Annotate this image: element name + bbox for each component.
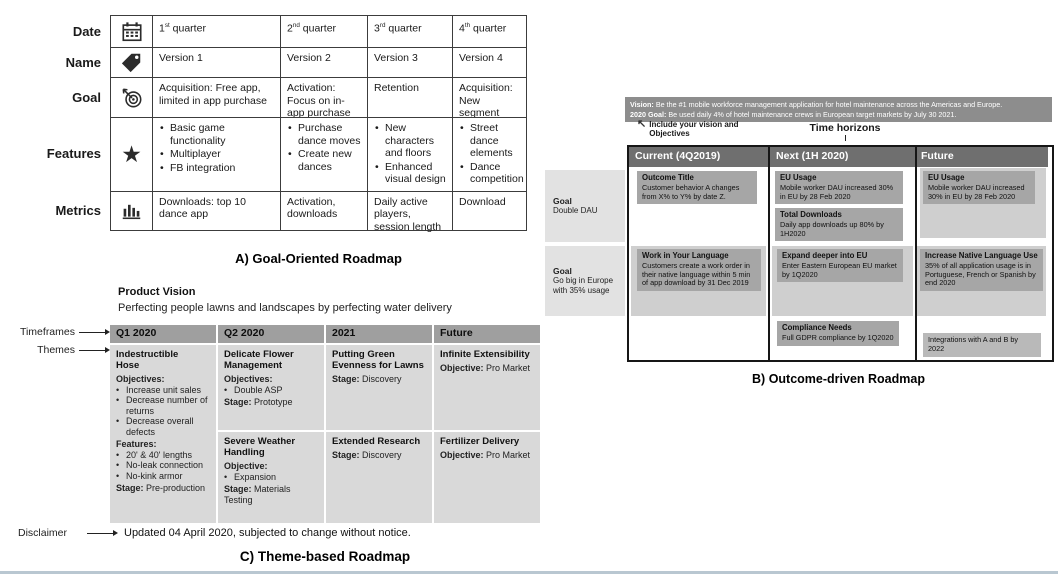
column-separator <box>915 147 917 360</box>
right-arrow-icon <box>79 329 110 335</box>
row-label-date: Date <box>72 23 101 39</box>
date-cell-q4: 4th quarter <box>452 15 527 47</box>
annotation-include-vision: ↖ Include your vision and Objectives <box>637 118 761 139</box>
card-delicate-flower-management: Delicate Flower Management Objectives: D… <box>218 345 324 430</box>
annotation-disclaimer: Disclaimer <box>18 527 118 539</box>
caption-theme-based-roadmap: C) Theme-based Roadmap <box>239 549 411 564</box>
c-header-2021: 2021 <box>326 325 432 343</box>
metrics-cell-q4: Download <box>452 190 527 231</box>
row-label-goal: Goal <box>72 89 101 105</box>
annotation-timeframes: Timeframes <box>0 326 110 338</box>
card-compliance-needs: Compliance Needs Full GDPR compliance by… <box>777 321 899 346</box>
outcome-driven-roadmap-table: Current (4Q2019) Next (1H 2020) Future O… <box>627 145 1054 362</box>
card-indestructible-hose: Indestructible Hose Objectives: Increase… <box>110 345 216 523</box>
goal-cell-q1: Acquisition: Free app, limited in app pu… <box>152 77 280 117</box>
row-label-name: Name <box>65 54 101 70</box>
product-vision-subtitle: Perfecting people lawns and landscapes b… <box>118 302 452 314</box>
theme-based-roadmap-table: Q1 2020 Q2 2020 2021 Future Indestructib… <box>110 325 540 523</box>
date-cell-q3: 3rd quarter <box>367 15 452 47</box>
calendar-icon <box>121 21 142 41</box>
card-total-downloads: Total Downloads Daily app downloads up 8… <box>775 208 903 242</box>
card-infinite-extensibility: Infinite Extensibility Objective: Pro Ma… <box>434 345 540 430</box>
card-eu-usage-future: EU Usage Mobile worker DAU increased 30%… <box>923 171 1035 205</box>
metrics-cell-q1: Downloads: top 10 dance app <box>152 190 280 231</box>
goal-oriented-roadmap-table: Date 1st quarter 2nd quarter 3rd quarter… <box>45 15 527 233</box>
card-expand-deeper-into-eu: Expand deeper into EU Enter Eastern Euro… <box>777 249 903 283</box>
b-goal-label-double-dau: Goal Double DAU <box>545 170 625 242</box>
page-bottom-rule <box>0 571 1058 574</box>
b-header-future: Future <box>921 150 954 162</box>
card-increase-native-language-use: Increase Native Language Use 35% of all … <box>920 249 1043 292</box>
vision-statement-box: Vision: Be the #1 mobile workforce manag… <box>625 97 1052 122</box>
card-work-in-your-language: Work in Your Language Customers create a… <box>637 249 761 292</box>
name-cell-q1: Version 1 <box>152 47 280 77</box>
card-putting-green-evenness: Putting Green Evenness for Lawns Stage: … <box>326 345 432 430</box>
annotation-timeframes-label: Timeframes <box>19 326 75 338</box>
caption-goal-oriented-roadmap: A) Goal-Oriented Roadmap <box>235 251 402 266</box>
name-cell-q3: Version 3 <box>367 47 452 77</box>
right-arrow-icon <box>87 530 118 536</box>
card-fertilizer-delivery: Fertilizer Delivery Objective: Pro Marke… <box>434 432 540 523</box>
row-label-features: Features <box>46 146 101 162</box>
pointer-up-left-icon: ↖ <box>637 118 647 130</box>
date-cell-q1: 1st quarter <box>152 15 280 47</box>
features-cell-q2: Purchase dance moves Create new dances <box>280 117 367 191</box>
name-cell-q2: Version 2 <box>280 47 367 77</box>
calendar-icon-cell <box>110 15 152 47</box>
c-header-future: Future <box>434 325 540 343</box>
bar-chart-icon-cell <box>110 190 152 231</box>
b-goal-label-go-big-europe: Goal Go big in Europe with 35% usage <box>545 246 625 316</box>
card-extended-research: Extended Research Stage: Discovery <box>326 432 432 523</box>
card-severe-weather-handling: Severe Weather Handling Objective: Expan… <box>218 432 324 523</box>
vision-line: Vision: Be the #1 mobile workforce manag… <box>630 100 1003 109</box>
b-header-current: Current (4Q2019) <box>635 150 721 162</box>
features-cell-q1: Basic game functionality Multiplayer FB … <box>152 117 280 191</box>
annotation-include-vision-label: Include your vision and Objectives <box>649 120 739 138</box>
c-header-q1-2020: Q1 2020 <box>110 325 216 343</box>
metrics-cell-q2: Activation, downloads <box>280 190 367 231</box>
target-icon-cell <box>110 77 152 117</box>
card-integrations: Integrations with A and B by 2022 <box>923 333 1041 357</box>
goal-cell-q3: Retention <box>367 77 452 117</box>
annotation-themes: Themes <box>0 344 110 356</box>
name-cell-q4: Version 4 <box>452 47 527 77</box>
row-label-metrics: Metrics <box>55 203 101 218</box>
star-icon: ★ <box>121 140 142 167</box>
b-header-next: Next (1H 2020) <box>776 150 849 162</box>
date-cell-q2: 2nd quarter <box>280 15 367 47</box>
metrics-cell-q3: Daily active players, session length <box>367 190 452 233</box>
c-header-q2-2020: Q2 2020 <box>218 325 324 343</box>
goal-cell-q4: Acquisition: New segment <box>452 77 527 119</box>
features-cell-q3: New characters and floors Enhanced visua… <box>367 117 452 191</box>
star-icon-cell: ★ <box>110 117 152 191</box>
goal-cell-q2: Activation: Focus on in-app purchase <box>280 77 367 119</box>
features-cell-q4: Street dance elements Dance competition <box>452 117 527 191</box>
target-icon <box>122 88 141 107</box>
card-outcome-title: Outcome Title Customer behavior A change… <box>637 171 757 205</box>
annotation-disclaimer-label: Disclaimer <box>18 527 68 539</box>
right-arrow-icon <box>79 347 110 353</box>
annotation-time-horizons: Time horizons <box>790 122 900 141</box>
bar-chart-icon <box>122 204 141 220</box>
b-table-header-row: Current (4Q2019) Next (1H 2020) Future <box>629 147 1048 167</box>
disclaimer-text: Updated 04 April 2020, subjected to chan… <box>124 527 411 539</box>
annotation-themes-label: Themes <box>37 344 75 356</box>
tag-icon <box>121 53 141 73</box>
column-separator <box>768 147 770 360</box>
goal-line: 2020 Goal: Be used daily 4% of hotel mai… <box>630 109 957 119</box>
caption-outcome-driven-roadmap: B) Outcome-driven Roadmap <box>752 372 925 386</box>
product-vision-title: Product Vision <box>118 286 196 298</box>
card-eu-usage-next: EU Usage Mobile worker DAU increased 30%… <box>775 171 903 205</box>
tag-icon-cell <box>110 47 152 77</box>
